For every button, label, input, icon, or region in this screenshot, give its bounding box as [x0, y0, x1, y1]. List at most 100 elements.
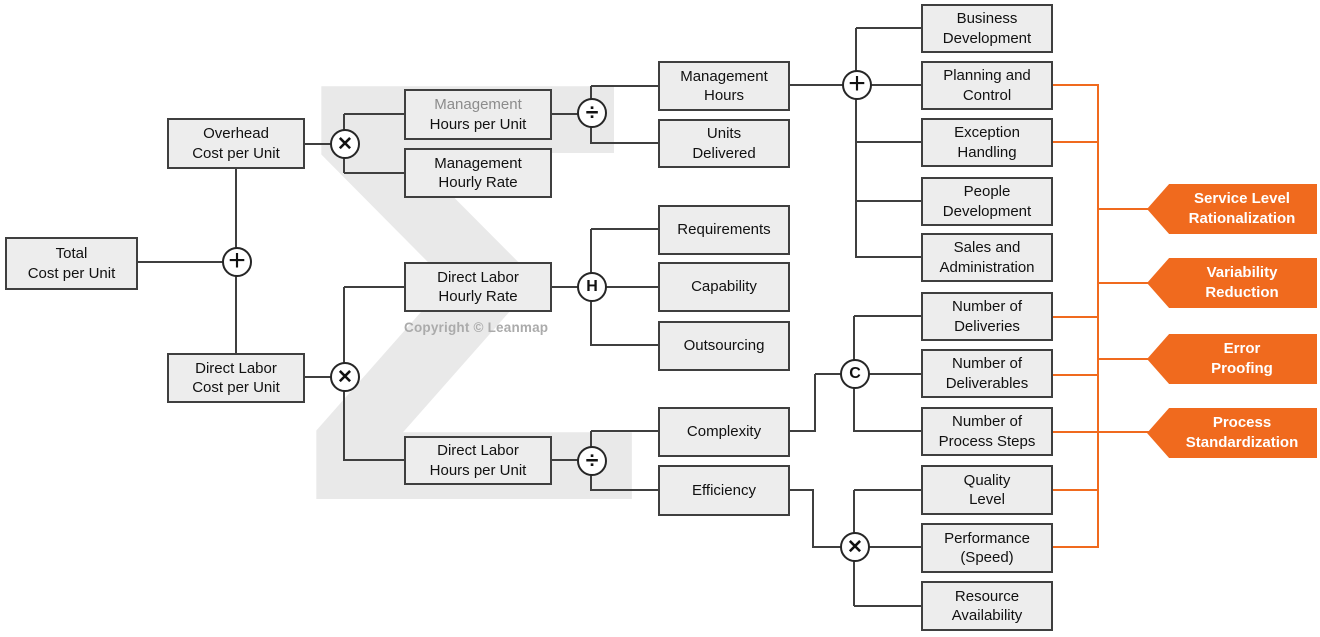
connector-line — [790, 430, 816, 432]
times-operator-icon: ✕ — [840, 532, 870, 562]
node-label: Management — [434, 154, 522, 172]
connector-line — [855, 546, 921, 548]
connector-line — [344, 172, 404, 174]
node-label: Deliveries — [954, 317, 1020, 335]
connector-line — [591, 228, 658, 230]
node-label: Complexity — [686, 423, 762, 441]
plus-operator-icon: + — [842, 68, 872, 100]
node-label: Cost per Unit — [27, 264, 116, 282]
orange-connector-line — [1098, 282, 1150, 284]
node-capability: Capability — [658, 262, 790, 312]
orange-connector-line — [1053, 374, 1099, 376]
node-label: Number of — [951, 355, 1023, 373]
connector-line — [856, 141, 921, 143]
connector-line — [591, 430, 658, 432]
node-label: Number of — [951, 413, 1023, 431]
connector-line — [590, 229, 592, 287]
node-label: Process Steps — [938, 432, 1036, 450]
node-label: Units — [706, 125, 742, 143]
node-label: (Speed) — [960, 549, 1014, 566]
operator-symbol: ✕ — [337, 133, 353, 155]
orange-connector-line — [1053, 431, 1150, 433]
node-label: Administration — [939, 258, 1035, 276]
orange-connector-line — [1098, 358, 1150, 360]
connector-line — [855, 373, 921, 375]
orange-connector-line — [1053, 546, 1099, 548]
connector-line — [590, 287, 592, 346]
operator-symbol: C — [849, 365, 861, 382]
node-performance-speed: Performance (Speed) — [921, 523, 1053, 573]
node-label: Hourly Rate — [438, 288, 518, 305]
connector-line — [814, 374, 816, 432]
letter-operator-icon: H — [577, 272, 607, 302]
copyright-text: Copyright © Leanmap — [404, 320, 549, 335]
connector-line — [343, 377, 345, 461]
node-label: Direct Labor — [437, 268, 519, 286]
connector-line — [343, 287, 345, 377]
operator-symbol: H — [586, 278, 598, 295]
initiative-label: Reduction — [1205, 284, 1279, 301]
connector-line — [856, 200, 921, 202]
connector-line — [591, 85, 658, 87]
initiative-label: Service Level — [1194, 189, 1290, 207]
connector-line — [552, 113, 592, 115]
node-label: Total — [55, 245, 88, 263]
connector-line — [790, 489, 814, 491]
connector-line — [591, 344, 658, 346]
operator-symbol: + — [228, 243, 246, 277]
orange-connector-line — [1053, 84, 1099, 86]
node-label: Planning and — [943, 67, 1031, 85]
letter-operator-icon: C — [840, 359, 870, 389]
operator-symbol: ÷ — [585, 98, 599, 125]
connector-line — [344, 286, 404, 288]
node-label: Hours — [703, 87, 744, 104]
node-label: Capability — [691, 278, 757, 296]
connector-line — [815, 373, 855, 375]
operator-symbol: ✕ — [337, 366, 353, 388]
div-operator-icon: ÷ — [577, 446, 607, 476]
connector-line — [592, 286, 658, 288]
node-label: Deliverables — [945, 374, 1029, 392]
initiative-label: Rationalization — [1188, 210, 1296, 227]
plus-operator-icon: + — [222, 243, 252, 277]
node-label: Exception — [954, 124, 1020, 142]
initiative-label: Process — [1212, 413, 1272, 431]
initiative-label: Proofing — [1211, 360, 1273, 377]
connector-line — [854, 430, 921, 432]
connector-line — [344, 459, 404, 461]
node-efficiency: Efficiency — [658, 465, 790, 516]
node-complexity: Complexity — [658, 407, 790, 457]
node-label: Cost per Unit — [192, 379, 280, 396]
times-operator-icon: ✕ — [330, 362, 360, 392]
connector-line — [813, 546, 855, 548]
node-label: Hours per Unit — [429, 115, 527, 133]
connector-line — [591, 489, 658, 491]
node-label: Performance — [944, 529, 1030, 547]
node-label: Direct Labor — [437, 442, 519, 460]
node-label: Business — [956, 10, 1018, 28]
connector-line — [552, 286, 592, 288]
node-label: Hours per Unit — [429, 461, 527, 479]
node-label: Management — [434, 96, 522, 114]
orange-connector-line — [1053, 316, 1099, 318]
connector-line — [590, 113, 592, 144]
